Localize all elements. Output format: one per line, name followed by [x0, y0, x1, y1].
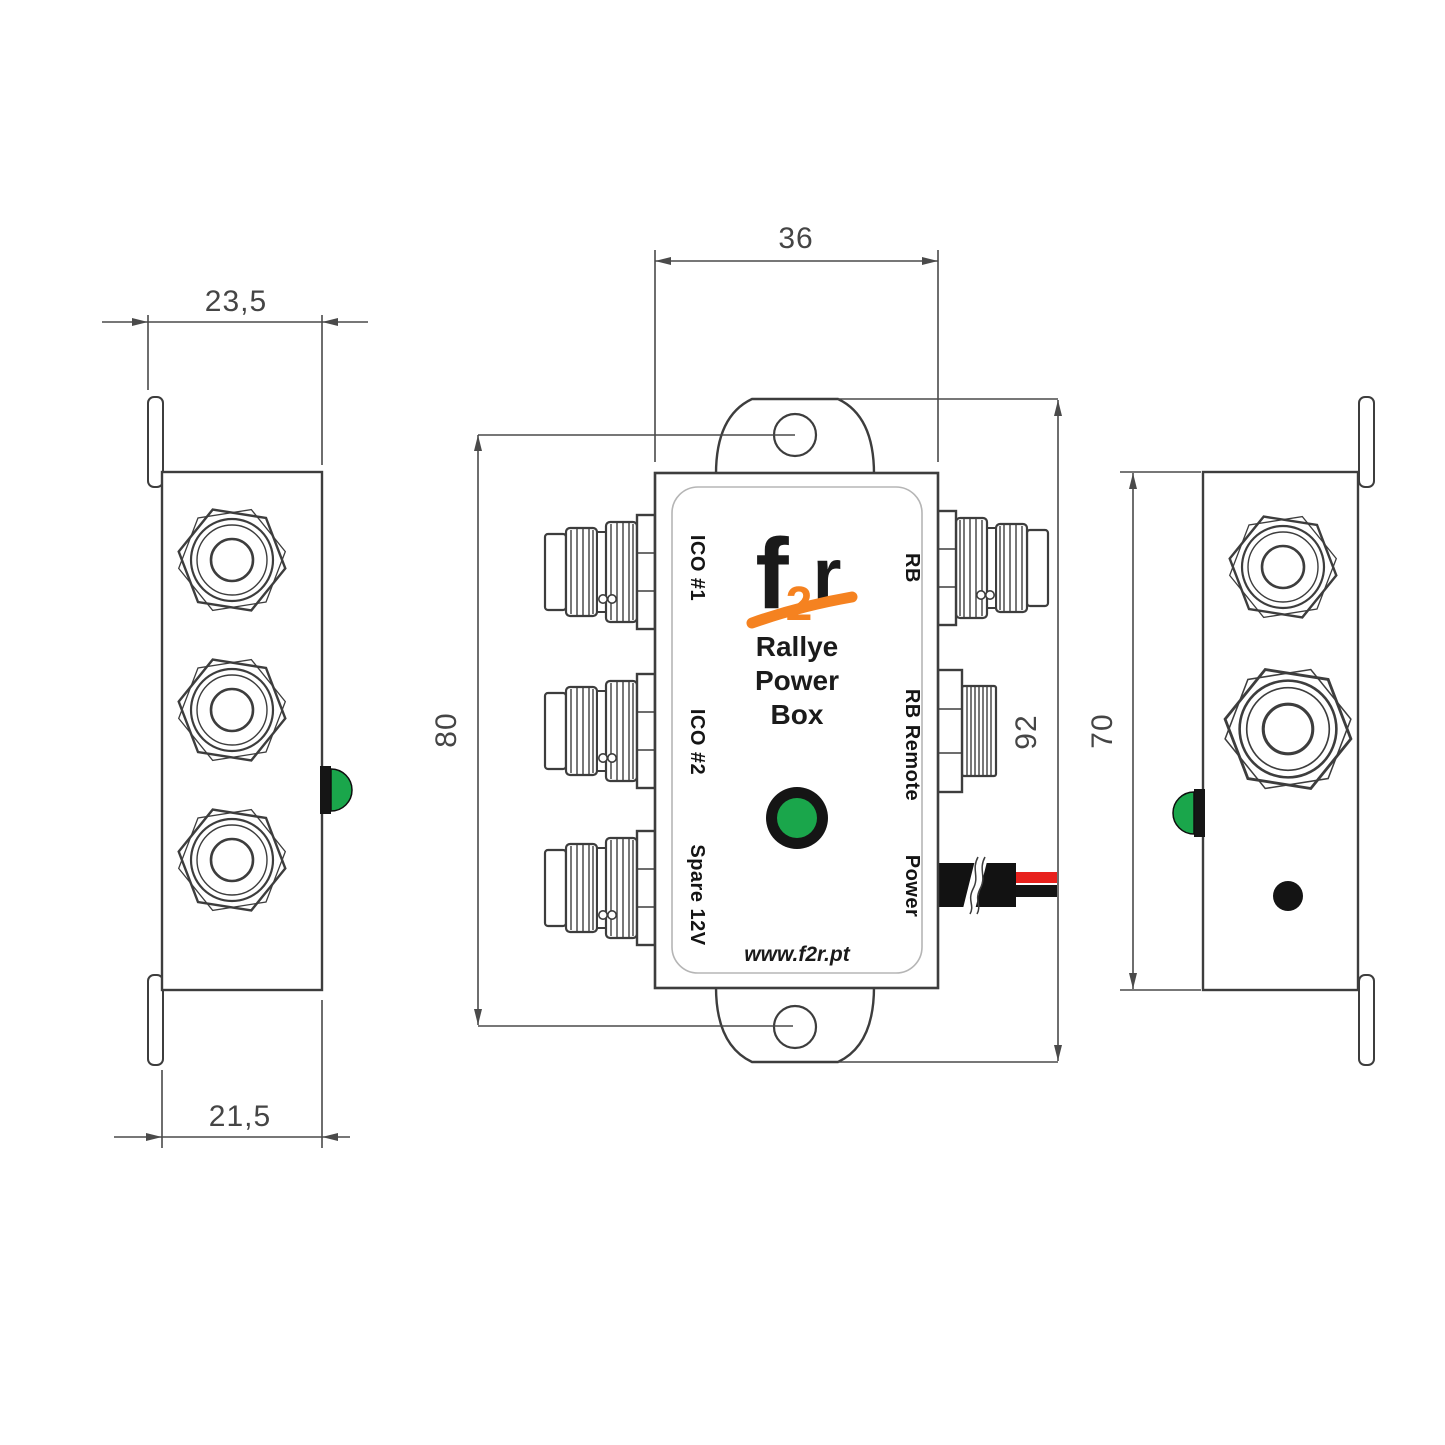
- led-dome: [330, 768, 353, 812]
- left-side-view: 23,5 21,5: [102, 285, 368, 1148]
- led-lens: [777, 798, 817, 838]
- wire-red: [1016, 872, 1057, 883]
- port-label-ico1: ICO #1: [686, 535, 708, 601]
- port-label-spare12v: Spare 12V: [686, 844, 708, 945]
- led-indicator-side: [320, 766, 353, 814]
- dimension-side-bottom-width: 21,5: [114, 1000, 350, 1148]
- f2r-logo: f 2 r: [746, 518, 858, 631]
- wire-black: [1016, 885, 1057, 897]
- port-label-rb: RB: [901, 553, 923, 583]
- dimension-label: 23,5: [205, 285, 267, 318]
- mounting-hole-bottom: [772, 1004, 818, 1050]
- led-dome: [1172, 791, 1195, 835]
- dimension-body-height: 70: [1086, 471, 1201, 991]
- dimension-overall-height: 92: [838, 398, 1062, 1063]
- right-side-view: 70: [1086, 396, 1375, 1066]
- dimension-label: 80: [430, 712, 463, 747]
- mounting-bracket-lip-top: [147, 396, 164, 488]
- led-indicator-front: [766, 787, 828, 849]
- dimension-label: 92: [1010, 714, 1043, 749]
- connector-ico1: [543, 513, 657, 631]
- mounting-bracket-lip-bottom: [1358, 974, 1375, 1066]
- dimension-label: 36: [778, 222, 813, 255]
- mounting-bracket-lip-top: [1358, 396, 1375, 488]
- led-base: [320, 766, 331, 814]
- cable-exit-dot: [1273, 881, 1303, 911]
- dimension-hole-spacing: 80: [430, 434, 795, 1027]
- dimension-label: 21,5: [209, 1100, 271, 1133]
- dimension-side-top-width: 23,5: [102, 285, 368, 465]
- product-title: Rallye Power Box: [755, 631, 839, 730]
- port-label-ico2: ICO #2: [686, 709, 708, 775]
- port-label-power: Power: [901, 855, 923, 918]
- connector-spare12v: [543, 829, 657, 947]
- front-label-panel: [671, 486, 923, 974]
- dimension-label: 70: [1086, 713, 1119, 748]
- title-line-2: Power: [755, 665, 839, 696]
- website-label: www.f2r.pt: [744, 943, 850, 966]
- power-cable: [938, 852, 1057, 918]
- front-view: f 2 r Rallye Power Box www.f2r.pt ICO #1…: [543, 397, 1057, 1064]
- mounting-bracket-lip-bottom: [147, 974, 164, 1066]
- title-line-1: Rallye: [756, 631, 839, 662]
- connector-rb-remote: [936, 668, 998, 794]
- led-indicator-side: [1172, 789, 1205, 837]
- port-label-rb-remote: RB Remote: [901, 689, 923, 801]
- title-line-3: Box: [771, 699, 824, 730]
- connector-ico2: [543, 672, 657, 790]
- logo-swoosh: [746, 591, 858, 629]
- connector-rb: [936, 509, 1050, 627]
- led-base: [1194, 789, 1205, 837]
- dimension-front-width: 36: [654, 222, 939, 462]
